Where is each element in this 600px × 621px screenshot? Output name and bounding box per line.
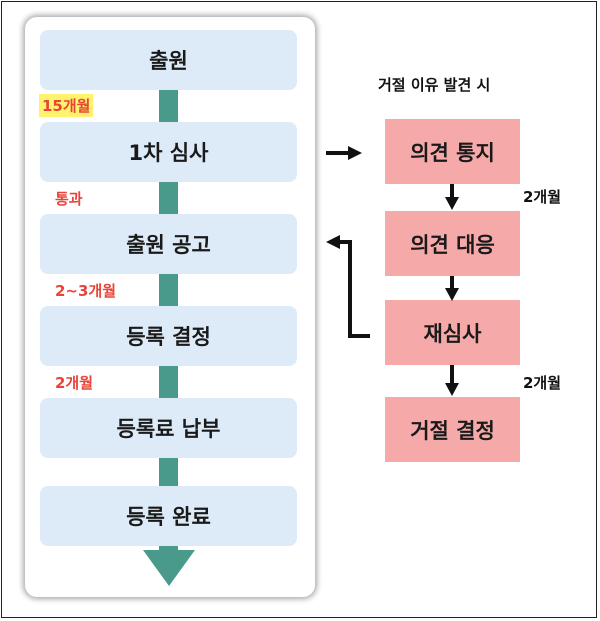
step-registration-complete: 등록 완료 (40, 486, 297, 546)
rejection-flow-title: 거절 이유 발견 시 (378, 76, 491, 94)
connector-3 (159, 274, 178, 308)
connector-2 (159, 182, 178, 216)
connector-4 (159, 366, 178, 400)
duration-note-2-months: 2개월 (55, 374, 94, 392)
step-reexamination: 재심사 (385, 300, 520, 365)
return-arrow-icon (326, 235, 370, 338)
step-rejection-decision: 거절 결정 (385, 397, 520, 462)
down-arrow-icon (445, 276, 459, 301)
connector-5 (159, 458, 178, 492)
connector-1 (159, 90, 178, 124)
rejection-duration-2: 2개월 (523, 374, 562, 392)
down-arrow-icon (445, 365, 459, 396)
down-arrow-icon (445, 184, 459, 210)
step-first-examination: 1차 심사 (40, 122, 297, 182)
duration-note-15-months: 15개월 (39, 94, 94, 117)
step-fee-payment: 등록료 납부 (40, 398, 297, 458)
rejection-duration-1: 2개월 (523, 188, 562, 206)
duration-note-2-3-months: 2~3개월 (55, 282, 117, 300)
step-opinion-response: 의견 대응 (385, 211, 520, 276)
down-arrow-icon (143, 550, 195, 586)
step-registration-decision: 등록 결정 (40, 306, 297, 366)
right-arrow-icon (326, 146, 362, 160)
step-application: 출원 (40, 30, 297, 90)
pass-note: 통과 (55, 190, 83, 208)
step-publication: 출원 공고 (40, 214, 297, 274)
step-opinion-notice: 의견 통지 (385, 119, 520, 184)
